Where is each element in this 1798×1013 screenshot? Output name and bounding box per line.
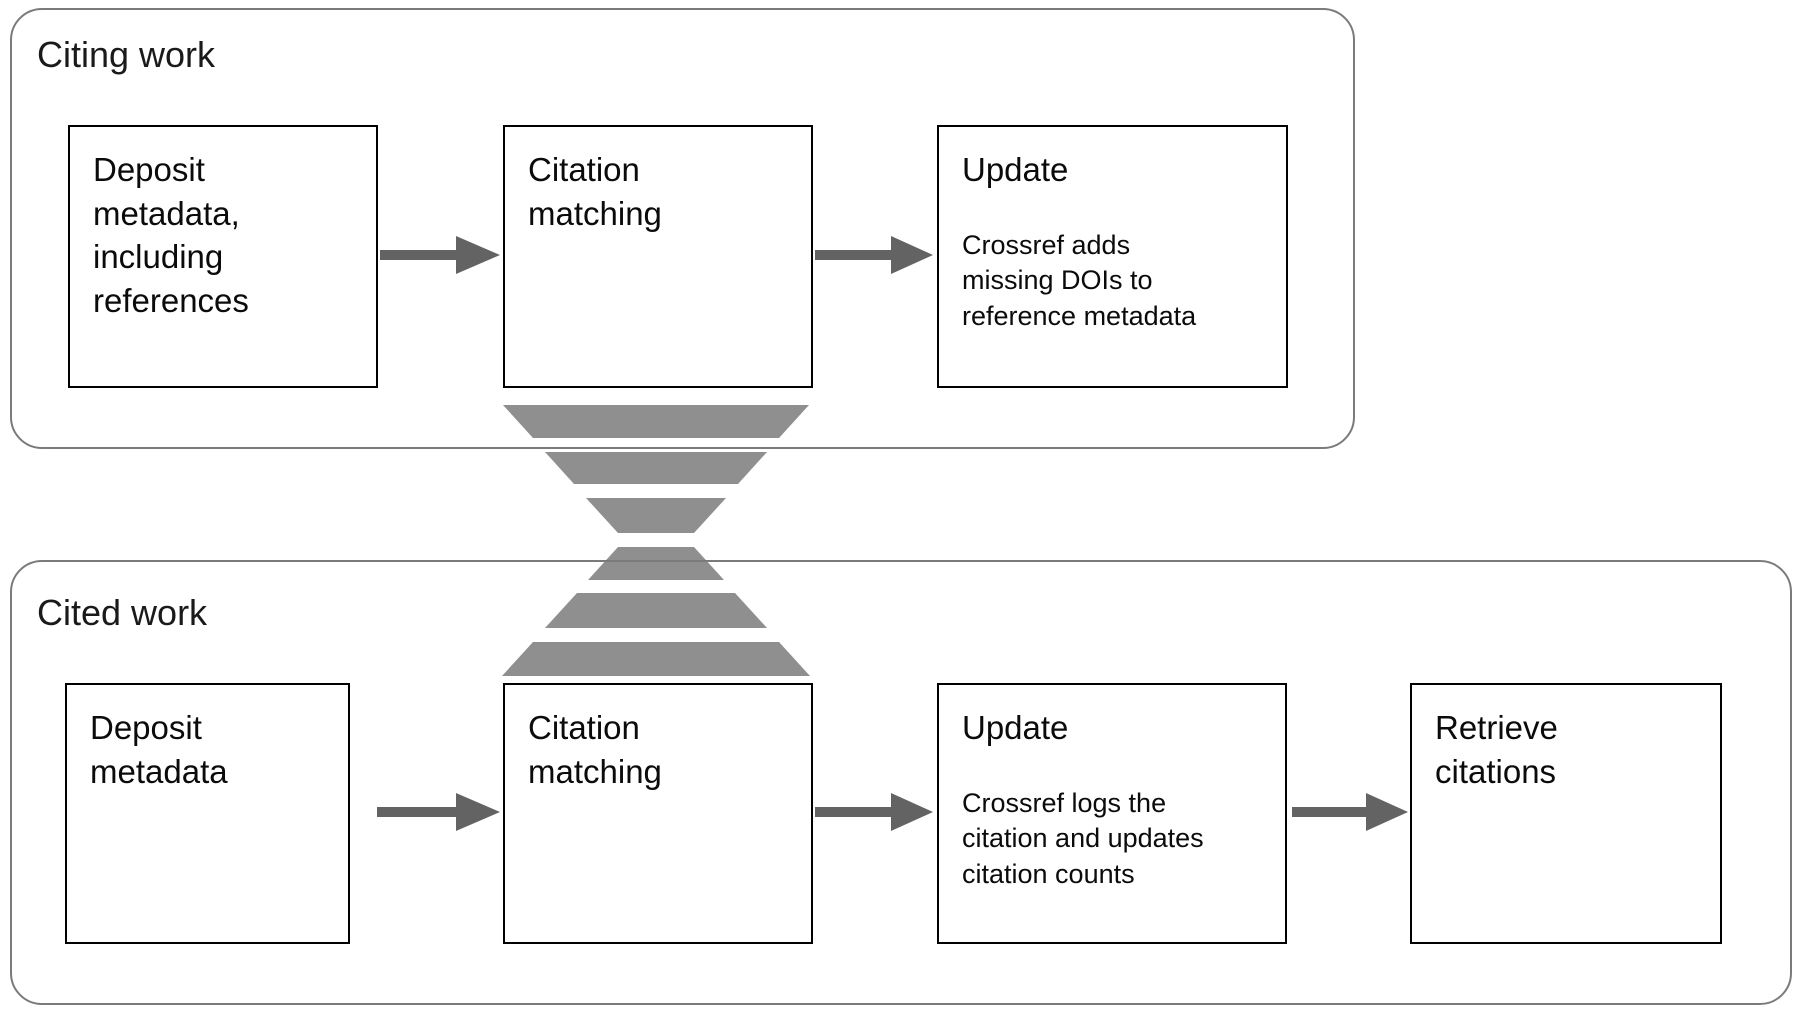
funnel-stripe xyxy=(545,593,767,628)
box-title: Citation matching xyxy=(528,709,662,790)
arrow-right-icon xyxy=(1292,793,1408,831)
arrow-right-icon xyxy=(815,236,933,274)
cited-work-container xyxy=(10,560,1792,1005)
box-deposit-metadata-references: Deposit metadata, including references xyxy=(68,125,378,388)
box-description: Crossref logs the citation and updates c… xyxy=(962,787,1204,890)
box-title: Update xyxy=(962,709,1069,746)
box-deposit-metadata: Deposit metadata xyxy=(65,683,350,944)
box-retrieve-citations: Retrieve citations xyxy=(1410,683,1722,944)
box-update-cited: Update Crossref logs the citation and up… xyxy=(937,683,1287,944)
arrow-right-icon xyxy=(380,236,500,274)
box-citation-matching-citing: Citation matching xyxy=(503,125,813,388)
box-title: Update xyxy=(962,151,1069,188)
box-title: Deposit metadata xyxy=(90,709,228,790)
funnel-stripe xyxy=(588,547,724,580)
box-title: Deposit metadata, including references xyxy=(93,151,249,319)
flow-arrows xyxy=(377,236,1408,831)
box-title: Retrieve citations xyxy=(1435,709,1558,790)
citing-work-container xyxy=(10,8,1355,449)
cited-work-label: Cited work xyxy=(37,592,208,633)
box-description: Crossref adds missing DOIs to reference … xyxy=(962,229,1197,332)
funnel-stripe xyxy=(586,498,726,533)
arrow-right-icon xyxy=(377,793,500,831)
funnel-stripe xyxy=(503,405,809,438)
arrow-right-icon xyxy=(815,793,933,831)
box-title: Citation matching xyxy=(528,151,662,232)
citation-matching-funnel xyxy=(502,405,810,676)
box-update-citing: Update Crossref adds missing DOIs to ref… xyxy=(937,125,1288,388)
box-citation-matching-cited: Citation matching xyxy=(503,683,813,944)
funnel-stripe xyxy=(545,452,767,484)
funnel-stripe xyxy=(502,642,810,676)
citing-work-label: Citing work xyxy=(37,34,216,75)
